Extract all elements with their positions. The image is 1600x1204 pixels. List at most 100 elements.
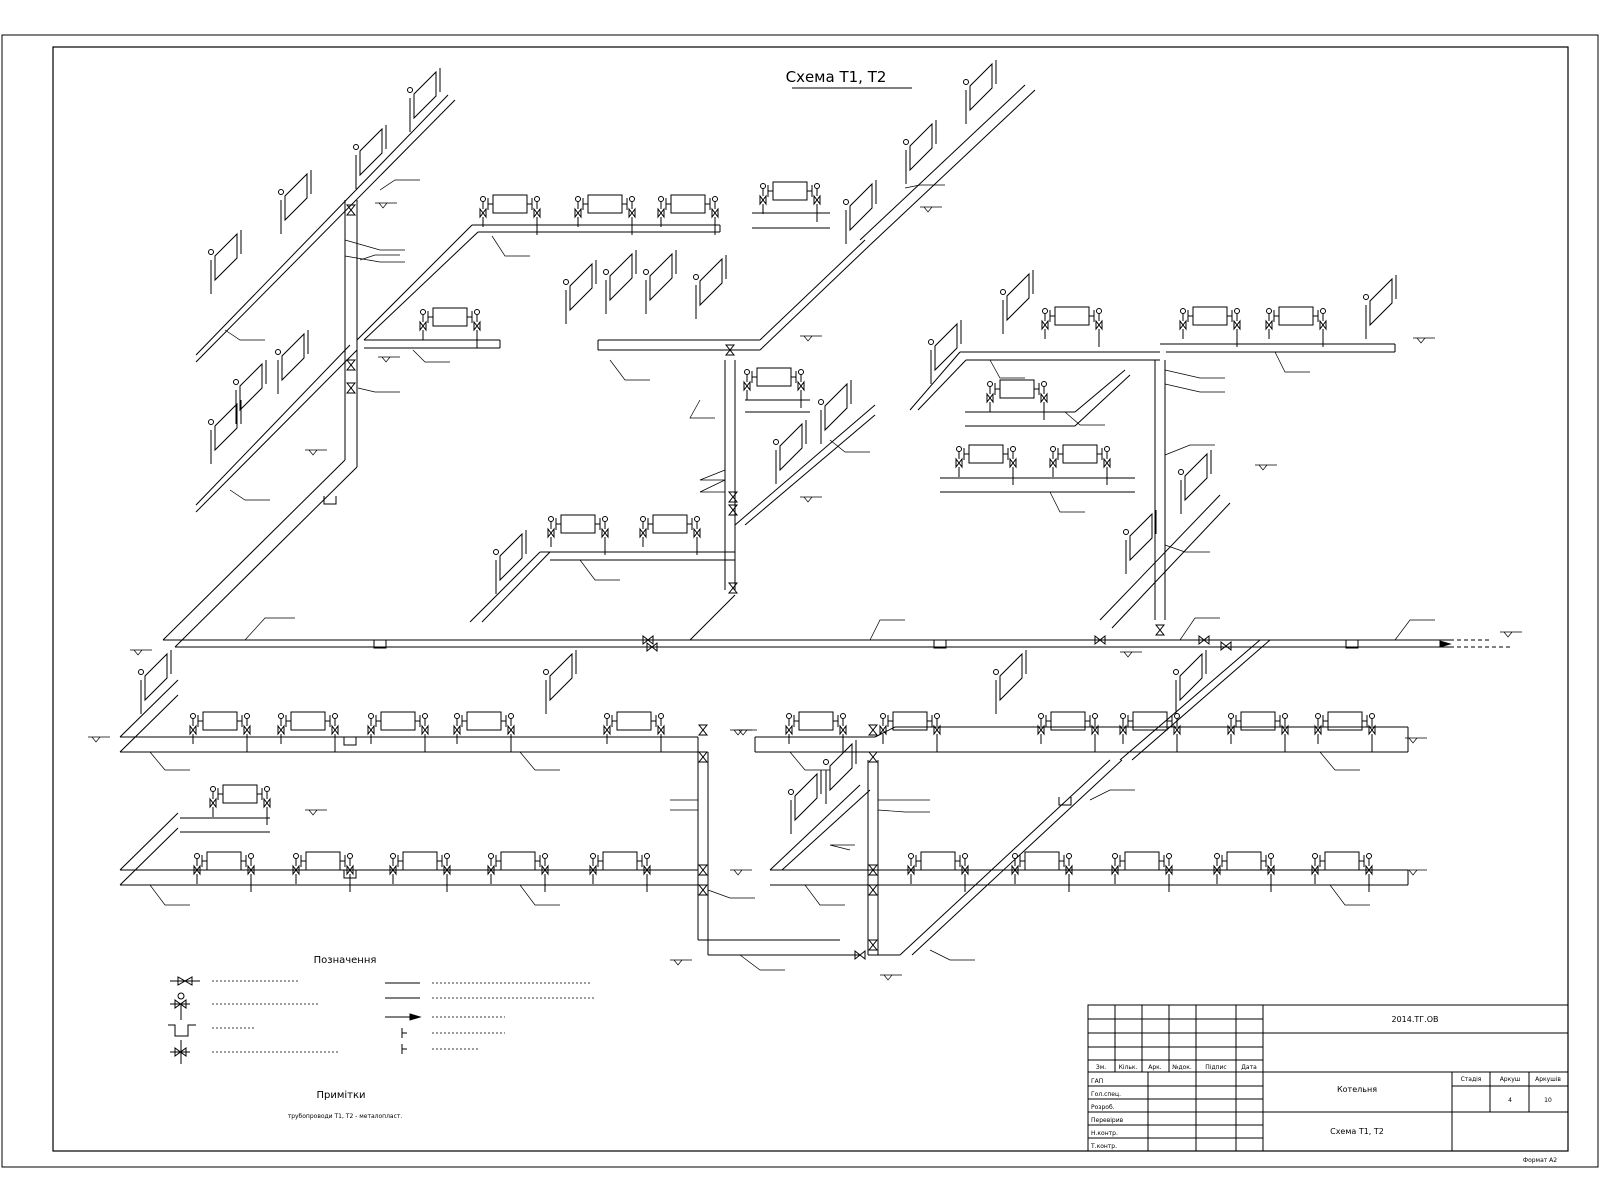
balancing-valve (473, 309, 481, 332)
thermostatic-valve (138, 669, 144, 675)
level-mark (1413, 337, 1435, 344)
pipe-segment (195, 349, 358, 513)
radiator (353, 125, 387, 189)
radiator (1311, 851, 1373, 892)
balancing-valve (533, 196, 541, 219)
pipe-segment (899, 759, 1111, 956)
radiator (1123, 510, 1157, 574)
radiator (563, 260, 597, 324)
level-mark (305, 809, 327, 816)
annotation-leader (904, 184, 945, 189)
radiator (1111, 851, 1173, 892)
level-mark (305, 449, 327, 456)
annotation-leader (1064, 411, 1105, 426)
drawing-title: Схема Т1, Т2 (786, 68, 887, 86)
stamp-building: Котельня (1337, 1085, 1377, 1094)
thermostatic-valve (453, 713, 461, 736)
stamp-code: 2014.ТГ.ОВ (1392, 1015, 1439, 1024)
balancing-valve (813, 183, 821, 206)
balancing-valve (346, 853, 354, 876)
annotation-leader (229, 489, 270, 501)
pipe-segment (481, 551, 551, 623)
thermostatic-valve (1363, 294, 1369, 300)
gate-valve (1198, 634, 1210, 646)
annotation-leader (1164, 383, 1225, 393)
annotation-leader (244, 617, 295, 641)
stamp-role: Н.контр. (1091, 1130, 1118, 1137)
pipe-segment (909, 351, 961, 411)
pipe-segment (363, 231, 479, 341)
level-mark (800, 335, 822, 342)
pipe-segment (162, 459, 346, 641)
annotation-leader (379, 179, 420, 191)
stamp-col-header: Дата (1241, 1064, 1257, 1071)
level-mark (375, 202, 397, 209)
legend-thermo-valve-symbol (170, 992, 190, 1020)
annotation-leader (829, 439, 870, 453)
annotation-leader (359, 254, 400, 261)
balancing-valve (797, 369, 805, 392)
stamp-sheets-value: 10 (1544, 1097, 1552, 1104)
annotation-leader (344, 255, 405, 263)
stamp-role: Гол.спец. (1091, 1091, 1121, 1098)
level-mark (670, 959, 692, 966)
balancing-valve (541, 853, 549, 876)
format-label: Формат А2 (1523, 1157, 1557, 1164)
pipe-segment (689, 594, 736, 641)
annotation-leader (579, 559, 620, 581)
annotation-leader (149, 751, 190, 771)
thermostatic-valve (278, 189, 284, 195)
stamp-col-header: Арк. (1148, 1064, 1162, 1071)
thermostatic-valve (209, 786, 217, 809)
thermostatic-valve (928, 339, 934, 345)
thermostatic-valve (773, 439, 779, 445)
thermostatic-valve (1011, 853, 1019, 876)
radiator (903, 120, 937, 184)
pipe-segment (1074, 374, 1131, 427)
legend: Позначення (168, 955, 595, 1120)
radiator (928, 320, 962, 384)
thermostatic-valve (788, 789, 794, 795)
legend-heading: Позначення (314, 955, 377, 966)
gate-valve (697, 751, 709, 763)
gate-valve (1094, 634, 1106, 646)
balancing-valve (961, 853, 969, 876)
radiator (907, 851, 969, 892)
balancing-valve (933, 713, 941, 736)
pipe-segment (734, 404, 876, 526)
balancing-valve (1065, 853, 1073, 876)
balancing-valve (1103, 446, 1111, 469)
thermostatic-valve (1227, 713, 1235, 736)
thermostatic-valve (479, 196, 487, 219)
stamp-col-header: Зм. (1096, 1064, 1106, 1071)
balancing-valve (331, 713, 339, 736)
stamp-sheets-label: Аркушів (1535, 1076, 1561, 1083)
pipe-segment (859, 84, 1026, 241)
thermostatic-valve (639, 516, 647, 539)
radiator (189, 711, 251, 752)
pipe-segment (119, 679, 179, 738)
radiator (693, 255, 727, 319)
thermostatic-valve (1314, 713, 1322, 736)
thermostatic-valve (818, 399, 824, 405)
pipe-segment (119, 812, 179, 871)
pipe-segment (1119, 639, 1261, 761)
level-mark (800, 496, 822, 503)
compensator (1058, 797, 1072, 806)
legend-valve-symbol (170, 976, 200, 986)
thermostatic-valve (389, 853, 397, 876)
gate-valve (854, 949, 866, 961)
radiator (292, 851, 354, 892)
stamp-role: Розроб. (1091, 1104, 1115, 1111)
thermostatic-valve (1179, 308, 1187, 331)
balancing-valve (693, 516, 701, 539)
annotation-leader (689, 399, 715, 419)
radiator (788, 770, 822, 834)
radiator (1049, 444, 1111, 485)
pipe-segment (1131, 639, 1271, 761)
thermostatic-valve (1041, 308, 1049, 331)
thermostatic-valve (993, 669, 999, 675)
pipe-segment (174, 466, 358, 648)
balancing-valve (1009, 446, 1017, 469)
